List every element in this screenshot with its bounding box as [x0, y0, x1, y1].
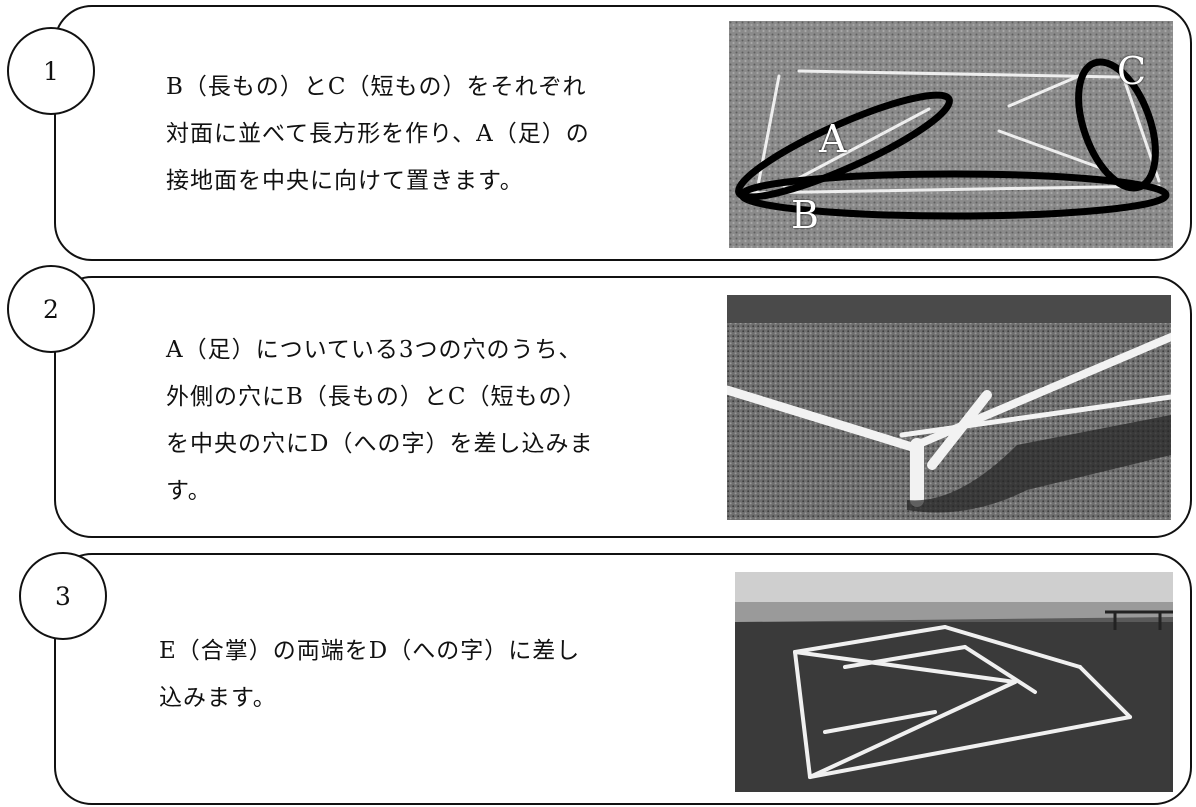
step-1-line: B（長もの）とC（短もの）をそれぞれ — [166, 74, 587, 100]
step-2-number: 2 — [7, 265, 95, 353]
step-3-instructions: E（合掌）の両端をD（への字）に差し 込みます。 — [159, 628, 580, 722]
step-1-instructions: B（長もの）とC（短もの）をそれぞれ 対面に並べて長方形を作り、A（足）の 接地… — [166, 64, 590, 205]
step-1-line: 対面に並べて長方形を作り、A（足）の — [166, 121, 590, 147]
step-3-photo — [735, 572, 1173, 792]
step-2-instructions: A（足）についている3つの穴のうち、 外側の穴にB（長もの）とC（短もの） を中… — [166, 327, 593, 515]
step-2-line: A（足）についている3つの穴のうち、 — [166, 337, 583, 363]
photo-label-a: A — [819, 117, 847, 161]
photo-label-c: C — [1117, 49, 1147, 93]
step-2-line: を中央の穴にD（への字）を差し込みま — [166, 431, 594, 457]
photo-label-b: B — [791, 193, 819, 237]
step-2-line: す。 — [166, 478, 212, 504]
step-3-line: 込みます。 — [159, 685, 277, 711]
step-1-number: 1 — [7, 27, 95, 115]
step-2-photo — [727, 295, 1171, 520]
step-3-number: 3 — [19, 552, 107, 640]
step-1-photo: A B C — [729, 21, 1173, 248]
step-2-line: 外側の穴にB（長もの）とC（短もの） — [166, 384, 587, 410]
step-3-line: E（合掌）の両端をD（への字）に差し — [159, 638, 581, 664]
step-1-line: 接地面を中央に向けて置きます。 — [166, 168, 524, 194]
